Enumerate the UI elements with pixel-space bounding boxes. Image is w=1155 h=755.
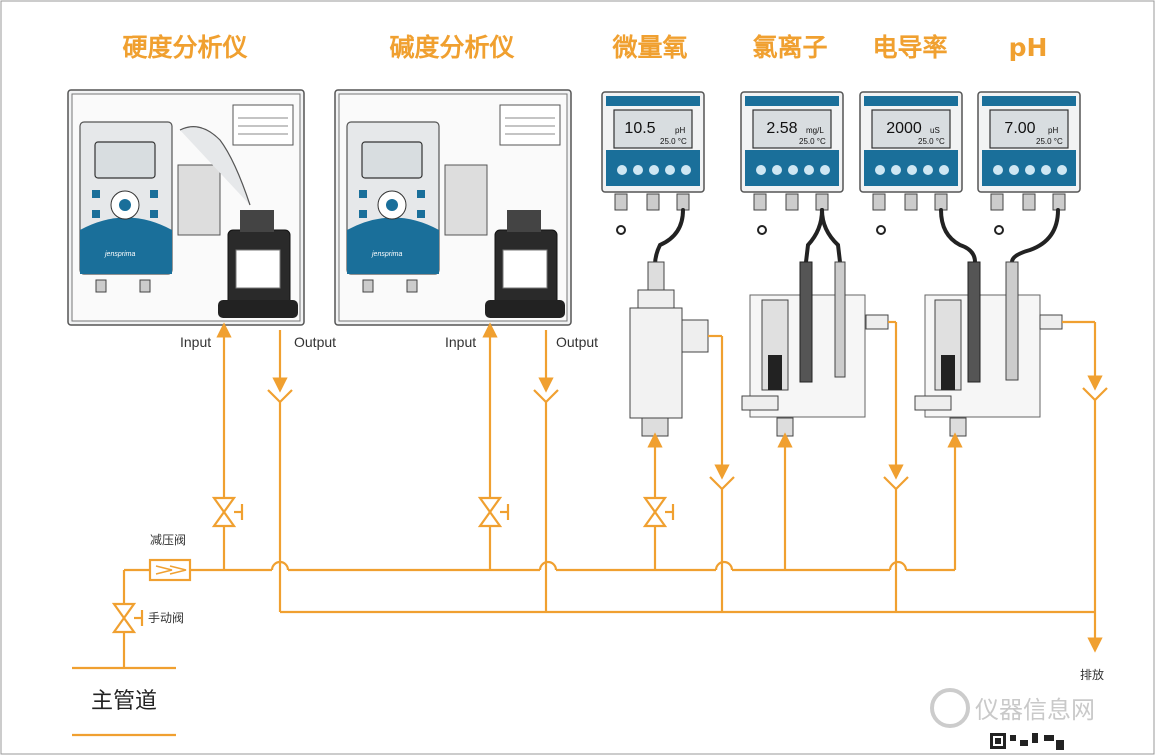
label-input-2: Input <box>445 334 476 350</box>
cable-chloride-1 <box>804 208 824 264</box>
meter-4-sub: 25.0 °C <box>1036 137 1063 146</box>
meter-ph: 7.00 pH 25.0 °C <box>977 91 1081 235</box>
meter-2-unit: mg/L <box>806 126 824 135</box>
meter-3-sub: 25.0 °C <box>918 137 945 146</box>
label-manual-valve: 手动阀 <box>148 611 184 625</box>
meter-trace-oxygen: 10.5 pH 25.0 °C <box>601 91 705 235</box>
title-ph: pH <box>1009 33 1048 62</box>
pipe-network <box>122 320 1108 668</box>
watermark: 仪器信息网 <box>930 688 1095 728</box>
label-pressure-valve: 减压阀 <box>150 533 186 547</box>
meter-3-unit: uS <box>930 126 940 135</box>
cable-conductivity <box>939 208 977 264</box>
label-drain: 排放 <box>1080 667 1104 682</box>
meter-1-value: 10.5 <box>624 120 655 137</box>
valve-analyzer-1 <box>211 496 244 528</box>
meter-chloride: 2.58 mg/L 25.0 °C <box>740 91 844 235</box>
meter-2-sub: 25.0 °C <box>799 137 826 146</box>
valve-oxygen <box>642 496 675 528</box>
label-input-1: Input <box>180 334 211 350</box>
svg-text:jensprima: jensprima <box>371 251 402 258</box>
title-trace-oxygen: 微量氧 <box>611 33 687 62</box>
oxygen-flow-cell <box>629 261 709 437</box>
meter-4-unit: pH <box>1048 126 1058 135</box>
ph-flow-cell <box>914 261 1063 437</box>
meter-3-value: 2000 <box>886 120 922 137</box>
qr-code-icon <box>987 730 1067 752</box>
pressure-reducing-valve <box>148 558 192 582</box>
meter-2-value: 2.58 <box>766 120 797 137</box>
cable-chloride-2 <box>820 208 842 264</box>
label-main-pipe: 主管道 <box>91 689 157 714</box>
label-output-2: Output <box>556 334 598 350</box>
title-hardness: 硬度分析仪 <box>122 33 248 62</box>
label-output-1: Output <box>294 334 336 350</box>
meter-4-value: 7.00 <box>1004 120 1035 137</box>
meter-conductivity: 2000 uS 25.0 °C <box>859 91 963 235</box>
meter-1-sub: 25.0 °C <box>660 137 687 146</box>
title-chloride: 氯离子 <box>752 33 827 62</box>
cable-ph <box>1010 208 1060 264</box>
watermark-text: 仪器信息网 <box>975 696 1095 724</box>
hardness-analyzer: jensprima <box>67 89 305 326</box>
chloride-flow-cell <box>741 261 889 437</box>
manual-valve <box>111 602 144 634</box>
title-conductivity: 电导率 <box>872 33 947 62</box>
title-alkalinity: 碱度分析仪 <box>389 33 515 62</box>
valve-analyzer-2 <box>477 496 510 528</box>
cable-oxygen <box>653 208 685 267</box>
svg-text:jensprima: jensprima <box>104 251 135 258</box>
alkalinity-analyzer: jensprima <box>334 89 572 326</box>
meter-1-unit: pH <box>675 126 685 135</box>
